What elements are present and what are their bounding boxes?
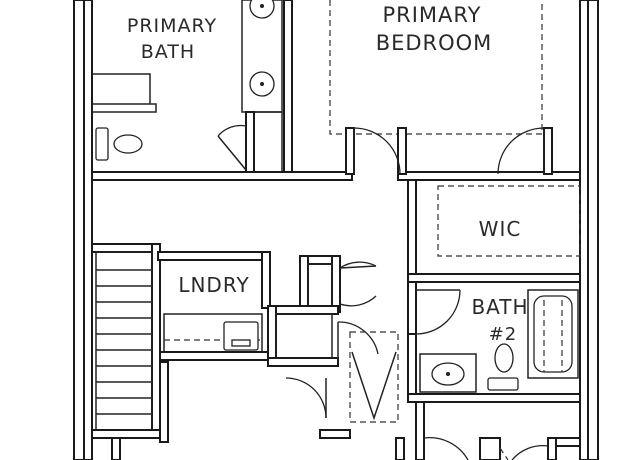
primary-bath-label-line1: PRIMARY <box>127 15 217 37</box>
wic-label: WIC <box>479 217 522 241</box>
primary-bedroom-label-line2: BEDROOM <box>376 31 493 55</box>
laundry-label: LNDRY <box>178 273 249 297</box>
toilet-icon <box>95 127 143 161</box>
sink-icon <box>249 0 275 19</box>
laundry: LNDRY <box>157 251 379 367</box>
bath-2: BATH #2 <box>407 281 581 403</box>
ceiling-outline <box>329 0 543 135</box>
staircase <box>91 243 161 460</box>
washer-icon <box>223 321 259 351</box>
lower-walls <box>395 401 581 460</box>
bath-2-label-line1: BATH <box>471 295 528 319</box>
sink-icon <box>249 71 275 97</box>
toilet-icon <box>487 343 519 391</box>
primary-bedroom-label-line1: PRIMARY <box>382 3 481 27</box>
bath-2-label-line2: #2 <box>489 324 518 345</box>
primary-bath: PRIMARY BATH <box>91 0 293 179</box>
attic-access <box>349 331 399 423</box>
sink-icon <box>419 353 477 393</box>
walk-in-closet: WIC <box>407 179 581 283</box>
primary-bedroom: PRIMARY BEDROOM <box>329 0 553 175</box>
hall <box>159 331 399 443</box>
interior-wall <box>91 171 353 181</box>
interior-wall <box>397 171 581 181</box>
primary-bath-label-line2: BATH <box>141 41 195 63</box>
